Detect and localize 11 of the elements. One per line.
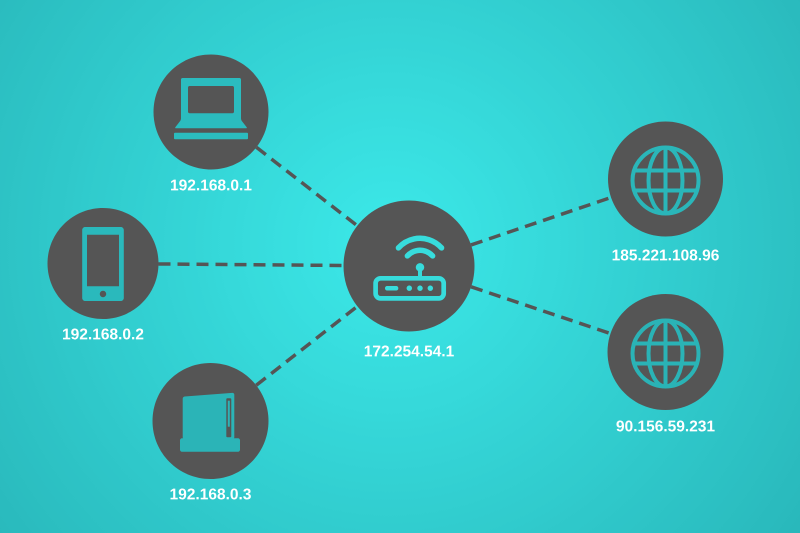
ip-address-label: 172.254.54.1 bbox=[364, 346, 454, 356]
ip-address-label: 192.168.0.3 bbox=[170, 488, 251, 500]
dashed-connector bbox=[470, 285, 612, 336]
ip-address-label: 185.221.108.96 bbox=[612, 250, 719, 260]
dashed-connector bbox=[158, 262, 344, 268]
dashed-connector bbox=[470, 196, 612, 247]
ip-address-label: 192.168.0.1 bbox=[171, 180, 252, 190]
dashed-connector bbox=[255, 304, 358, 387]
dashed-connector bbox=[255, 146, 358, 228]
ip-address-label: 192.168.0.2 bbox=[63, 328, 144, 340]
ip-address-label: 90.156.59.231 bbox=[616, 420, 715, 432]
